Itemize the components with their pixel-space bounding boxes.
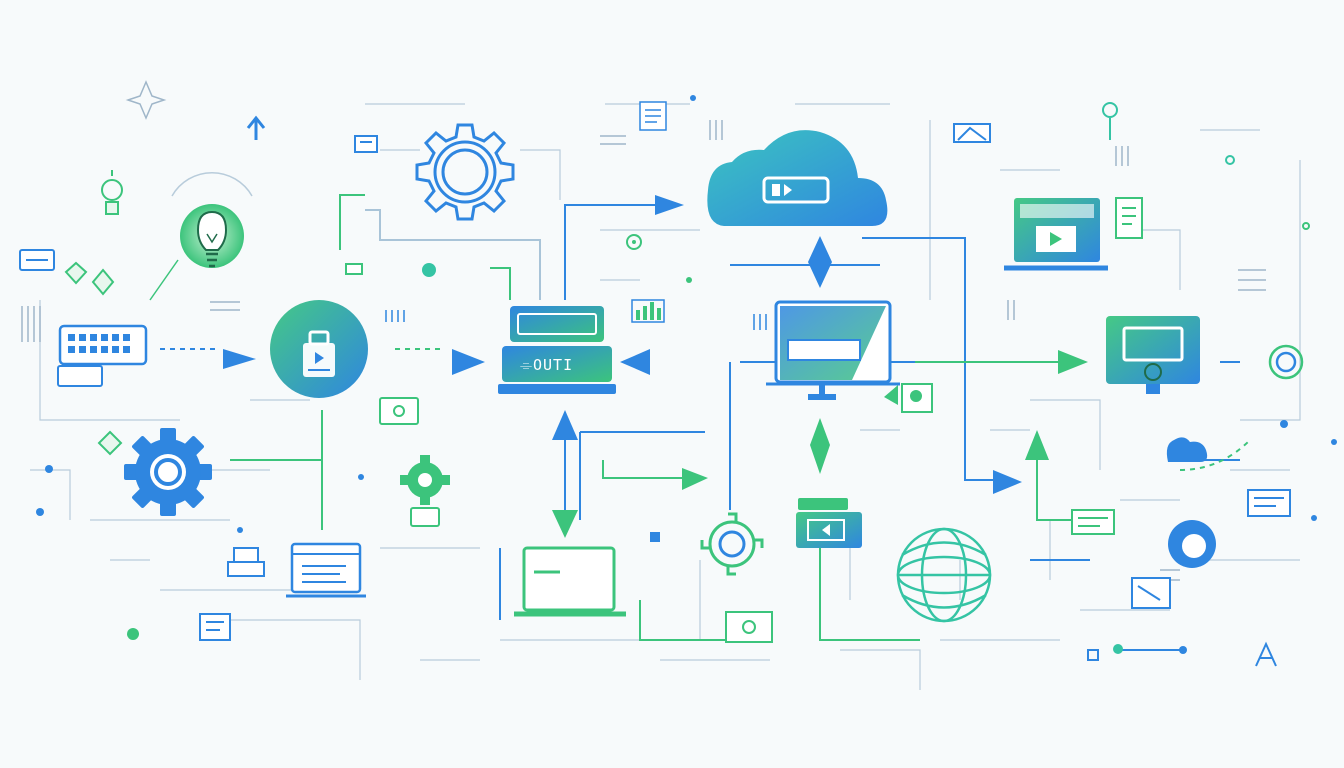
arrow-icon [808, 236, 832, 288]
server-terminal-icon: ⌯OUTI [498, 306, 616, 394]
arrow-icon [1058, 350, 1088, 374]
laptop-icon [514, 548, 626, 614]
arrow-icon [884, 385, 898, 405]
chat-icon [355, 136, 377, 152]
arrow-icon [552, 510, 578, 538]
up-arrow-icon [248, 118, 264, 140]
cloud-play-icon [707, 130, 887, 226]
bar-chart-icon [632, 300, 664, 322]
cog-outline-icon [702, 514, 762, 574]
camera-icon [380, 398, 418, 424]
arrow-icon [993, 470, 1022, 494]
cloud-small-icon [1167, 437, 1207, 462]
ring-icon [1168, 520, 1216, 568]
gear-small-icon [627, 235, 641, 249]
letter-a-icon [1256, 644, 1276, 666]
arrow-icon [552, 410, 578, 440]
message-box-icon [1072, 510, 1114, 534]
toolbox-icon [726, 612, 772, 642]
tablet-icon [200, 614, 230, 640]
location-icon [1103, 103, 1117, 140]
background-circuit-lines [30, 104, 1300, 690]
arrow-icon [682, 468, 708, 490]
panel-icon [1248, 490, 1290, 516]
document-icon [1116, 198, 1142, 238]
small-lightbulb-icon [102, 170, 122, 214]
arrow-icon [620, 349, 650, 375]
image-frame-icon [954, 124, 990, 142]
laptop-play-icon [1004, 198, 1108, 268]
arrow-icon [1025, 430, 1049, 460]
arrow-icon [223, 349, 256, 369]
sparkle-icon [128, 82, 164, 118]
arrow-icon [655, 195, 684, 215]
receipt-icon [640, 102, 666, 130]
desktop-monitor-icon [766, 302, 900, 400]
target-icon [1270, 346, 1302, 378]
browser-window-icon [286, 544, 366, 596]
card-icon [1132, 578, 1170, 608]
chip-icon [346, 264, 362, 274]
globe-icon [898, 529, 990, 621]
gear-outline-icon [417, 125, 513, 219]
arrow-icon [810, 418, 830, 474]
cloud-plug-icon [270, 300, 368, 398]
gear-icon [124, 428, 212, 516]
monitor-display-icon [1106, 316, 1200, 394]
arrow-icon [452, 349, 485, 375]
keyboard-icon [58, 326, 146, 386]
green-gear-icon [400, 455, 450, 526]
map-pin-icon [902, 384, 932, 412]
server-screen-text: ⌯OUTI [520, 356, 573, 374]
small-device-icon [20, 250, 54, 270]
lightbulb-icon [150, 173, 252, 300]
video-clip-icon [796, 498, 862, 548]
printer-icon [228, 548, 264, 576]
